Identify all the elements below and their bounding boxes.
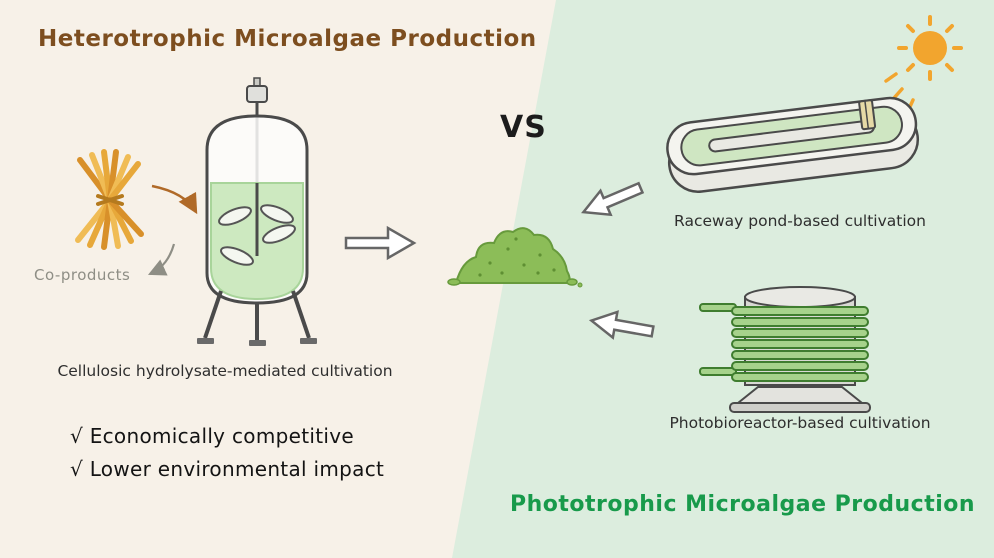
phototrophic-title: Phototrophic Microalgae Production xyxy=(510,492,976,517)
benefit-item-environment: √ Lower environmental impact xyxy=(70,457,385,481)
arrow-raceway-to-biomass xyxy=(581,181,645,217)
arrow-photobioreactor-to-biomass xyxy=(588,310,655,340)
algae-speckles xyxy=(478,237,556,277)
tubing-coils xyxy=(731,306,869,382)
heterotrophic-title: Heterotrophic Microalgae Production xyxy=(38,26,537,52)
straw-bundle-icon xyxy=(75,149,144,250)
benefit-item-economics: √ Economically competitive xyxy=(70,424,354,448)
co-products-arrow xyxy=(148,243,176,276)
benefits-list: √ Economically competitive √ Lower envir… xyxy=(70,424,384,490)
paddle-wheel-icon xyxy=(858,99,877,131)
heterotrophic-caption: Cellulosic hydrolysate-mediated cultivat… xyxy=(57,362,393,380)
feedstock-arrow xyxy=(151,184,198,215)
raceway-caption: Raceway pond-based cultivation xyxy=(674,212,926,230)
stirred-tank-bioreactor-icon xyxy=(197,77,317,346)
vs-label: VS xyxy=(500,110,547,145)
raceway-pond-icon xyxy=(666,96,920,193)
co-products-label: Co-products xyxy=(34,266,131,284)
photobioreactor-coil-icon xyxy=(699,286,871,413)
impeller-icon xyxy=(218,204,296,266)
photobioreactor-caption: Photobioreactor-based cultivation xyxy=(669,414,931,432)
arrow-heterotrophic-to-biomass xyxy=(344,225,417,261)
algae-biomass-pile-icon xyxy=(447,227,583,288)
sun-icon xyxy=(884,15,963,113)
